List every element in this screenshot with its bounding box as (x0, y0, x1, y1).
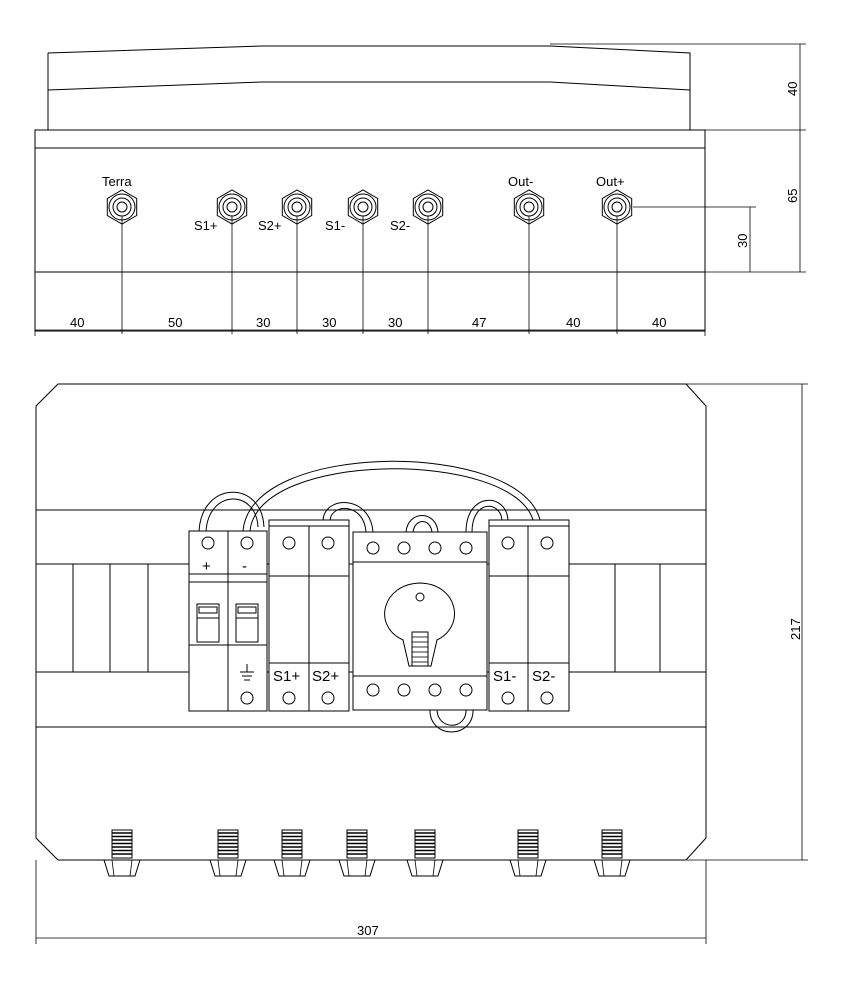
side-gland-icon (281, 189, 313, 334)
dim-40-c: 40 (652, 315, 666, 330)
side-gland-icon (106, 189, 138, 334)
gland-label-s2plus: S2+ (258, 218, 282, 233)
bottom-gland-icon (593, 829, 631, 877)
dim-47: 47 (472, 315, 486, 330)
circuit-breaker-module: + - (188, 530, 268, 712)
gland-label-s1minus: S1- (325, 218, 345, 233)
breaker-label-minus: - (242, 558, 247, 575)
dim-40-a: 40 (70, 315, 84, 330)
dim-gland-height: 30 (735, 234, 750, 248)
dim-cover-height: 40 (785, 82, 800, 96)
breaker-label-plus: + (202, 558, 211, 575)
surge-label-s2plus: S2+ (312, 668, 339, 685)
bottom-gland-icon (103, 829, 141, 877)
gland-label-terra: Terra (102, 174, 132, 189)
ground-icon (240, 664, 254, 681)
side-gland-icon (601, 189, 633, 334)
body-outline (34, 129, 706, 332)
bottom-gland-icon (509, 829, 547, 877)
surge-protector-left: S1+ S2+ (268, 519, 350, 712)
bottom-gland-icon (273, 829, 311, 877)
gland-label-outminus: Out- (508, 174, 533, 189)
surge-label-s1plus: S1+ (273, 668, 300, 685)
surge-protector-right: S1- S2- (488, 519, 570, 712)
bottom-gland-icon (209, 829, 247, 877)
surge-label-s1minus: S1- (493, 668, 516, 685)
dim-30-a: 30 (256, 315, 270, 330)
dim-50: 50 (168, 315, 182, 330)
surge-label-s2minus: S2- (532, 668, 555, 685)
bottom-gland-icon (338, 829, 376, 877)
dim-30-c: 30 (388, 315, 402, 330)
dim-body-height: 65 (785, 189, 800, 203)
side-gland-icon (216, 189, 248, 334)
bottom-gland-icon (406, 829, 444, 877)
dim-40-b: 40 (566, 315, 580, 330)
lid-outline (47, 45, 691, 130)
side-glands (106, 189, 633, 334)
side-dimension-labels: 40 50 30 30 30 47 40 40 (70, 315, 666, 330)
disconnect-switch (352, 531, 488, 711)
rotary-handle-icon (384, 582, 455, 667)
side-gland-icon (412, 189, 444, 334)
dim-front-width: 307 (357, 923, 379, 938)
dim-front-height: 217 (788, 618, 803, 640)
gland-label-outplus: Out+ (596, 174, 625, 189)
side-view: Terra S1+ S2+ S1- S2- Out- Out+ 40 50 30… (34, 43, 806, 336)
dim-30-b: 30 (322, 315, 336, 330)
side-gland-icon (347, 189, 379, 334)
wiring (198, 460, 541, 733)
front-glands (103, 829, 631, 877)
gland-label-s1plus: S1+ (194, 218, 218, 233)
side-gland-icon (513, 189, 545, 334)
front-view: + - S1+ S2+ (35, 383, 808, 944)
gland-label-s2minus: S2- (390, 218, 410, 233)
